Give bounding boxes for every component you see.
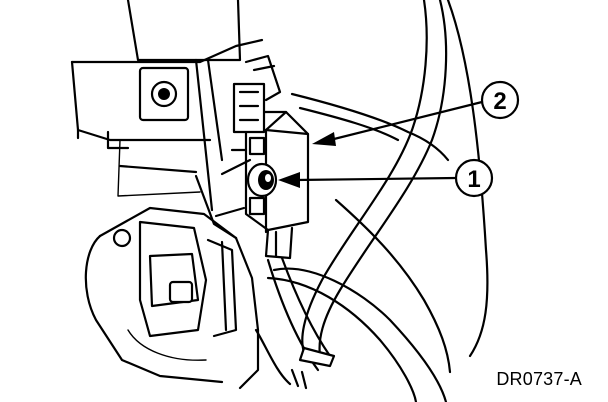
callout-label-2: 2 <box>493 88 506 115</box>
wiring-harness <box>254 0 489 402</box>
callout-1: 1 <box>278 158 494 198</box>
callout-2: 2 <box>312 80 520 146</box>
latch-assembly <box>84 206 260 390</box>
figure-code: DR0737-A <box>496 369 582 389</box>
callout-label-1: 1 <box>467 166 480 193</box>
door-frame <box>70 0 264 240</box>
door-lock-actuator <box>214 54 310 260</box>
actuator-pin <box>246 162 278 198</box>
